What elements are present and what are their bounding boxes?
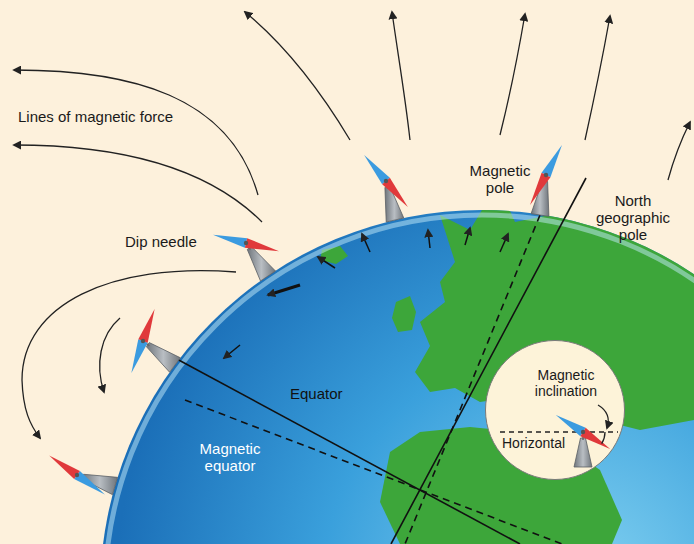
inclination-illustration: [486, 341, 623, 478]
inset-text: Magnetic inclination: [521, 367, 611, 399]
needle-blue-half: [131, 339, 147, 373]
needle-pivot: [75, 473, 79, 477]
dip-needle: [530, 145, 562, 216]
field-arrow: [318, 257, 335, 268]
inclination-pointer: [598, 405, 608, 428]
needle-red-half: [580, 428, 610, 449]
needle-pivot: [244, 241, 248, 245]
field-line: [14, 145, 262, 222]
label-text: Equator: [290, 385, 343, 402]
dip-needle: [213, 235, 279, 281]
field-arrow: [268, 285, 300, 295]
dip-needle: [49, 455, 117, 494]
field-arrow: [428, 230, 430, 248]
label-text: North geographic pole: [590, 192, 676, 243]
land-mass: [392, 296, 416, 332]
field-arrow: [465, 228, 470, 245]
inclination-arc: [602, 432, 605, 444]
equator-line: [175, 358, 520, 544]
dip-needle: [131, 309, 180, 373]
needle-pivot: [141, 339, 145, 343]
needle-red-half: [530, 173, 550, 205]
field-line: [22, 271, 236, 438]
label-text: Lines of magnetic force: [18, 108, 173, 125]
label-text: Magnetic equator: [192, 440, 268, 474]
inset-circle: Magnetic inclinationHorizontal: [485, 340, 625, 480]
dip-needle: [364, 155, 408, 222]
needle-pivot: [384, 179, 388, 183]
needle-blue-half: [213, 235, 247, 248]
label-text: Dip needle: [125, 233, 197, 250]
field-line: [585, 16, 610, 140]
needle-blue-half: [556, 415, 586, 436]
land-mass: [415, 200, 694, 430]
field-line: [392, 12, 410, 140]
land-group: [320, 200, 694, 544]
needle-stand: [574, 438, 592, 467]
needle-red-half: [245, 238, 279, 251]
inset-text: Horizontal: [502, 435, 582, 451]
needle-red-half: [138, 309, 154, 343]
field-line: [500, 14, 525, 135]
needle-pivot: [581, 430, 585, 434]
needle-blue-half: [364, 155, 390, 184]
needle-red-half: [49, 455, 80, 479]
field-line: [14, 70, 258, 195]
needle-stand: [247, 247, 275, 281]
field-line: [245, 12, 350, 140]
needle-blue-half: [74, 471, 105, 495]
needle-blue-half: [542, 145, 562, 177]
globe-highlight: [105, 215, 694, 544]
needle-stand: [146, 343, 180, 373]
needle-red-half: [382, 178, 408, 207]
field-line: [100, 318, 120, 392]
field-line: [668, 122, 690, 180]
horizontal-dashed-line: [500, 431, 618, 432]
field-arrow: [500, 234, 508, 252]
needle-pivot: [544, 173, 548, 177]
field-arrow: [224, 345, 240, 358]
field-arrow: [362, 234, 370, 252]
label-text: Magnetic pole: [458, 162, 542, 196]
